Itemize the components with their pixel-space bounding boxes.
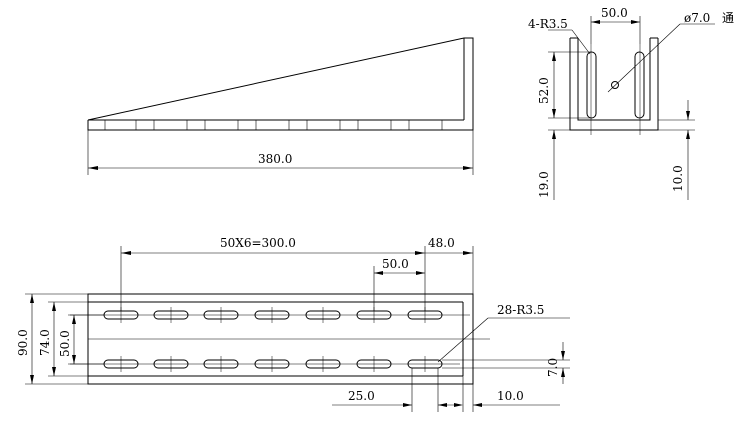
side-view-ticks	[104, 120, 443, 130]
end-dim-19: 19.0	[537, 171, 551, 198]
plan-view: 50X6=300.0 48.0 50.0 28-R3.5 90.0 74.0	[16, 236, 570, 412]
end-dim-10: 10.0	[671, 165, 685, 192]
slot-row-2	[103, 356, 443, 372]
end-slot-left	[586, 51, 597, 119]
through-hole	[611, 81, 619, 89]
end-slot-right	[634, 51, 645, 119]
end-slot-length: 52.0	[537, 77, 551, 104]
end-slot-spacing: 50.0	[601, 6, 628, 20]
dim-pitch-50: 50.0	[382, 257, 409, 271]
dim-height-74: 74.0	[38, 329, 52, 356]
plan-slot-radius-label: 28-R3.5	[497, 303, 544, 317]
dim-height-50: 50.0	[58, 330, 72, 357]
side-view-outline	[87, 37, 474, 131]
side-view: 380.0	[87, 37, 474, 175]
dim-height-90: 90.0	[16, 329, 30, 356]
through-label: 通	[722, 11, 734, 25]
end-view: ø7.0 通 4-R3.5 50.0 52.0 19.0 10.0	[528, 6, 734, 200]
dim-380: 380.0	[258, 152, 292, 166]
dim-slot-width-7: 7.0	[546, 358, 560, 377]
dim-pitch-total: 50X6=300.0	[220, 236, 296, 250]
dim-edge-48: 48.0	[428, 236, 455, 250]
end-slot-radius-label: 4-R3.5	[528, 17, 568, 31]
dim-len-25: 25.0	[348, 389, 375, 403]
hole-dia-label: ø7.0	[684, 11, 710, 25]
dim-len-10: 10.0	[497, 389, 524, 403]
